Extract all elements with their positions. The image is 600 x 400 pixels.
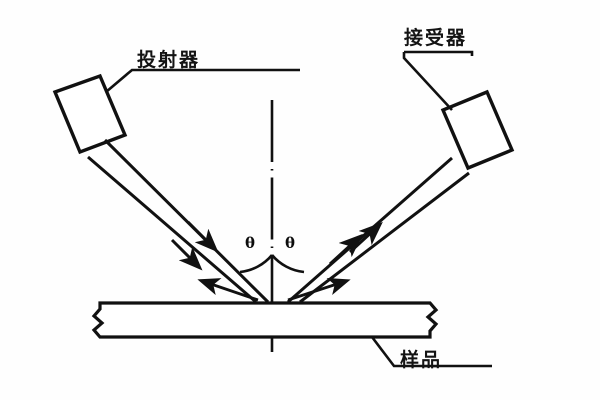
emitter-assembly [52, 68, 300, 304]
reflected-beam-arrows [328, 221, 383, 266]
scatter-arrows [197, 277, 351, 302]
sample-slab [91, 301, 439, 339]
sample-leader-line [370, 336, 492, 368]
incident-beam-arrows [170, 220, 219, 271]
emitter-leader-line [105, 68, 300, 93]
sample-label: 样品 [400, 349, 443, 371]
receiver-box [440, 89, 515, 171]
receiver-leader-line [402, 50, 474, 111]
receiver-assembly [287, 50, 515, 304]
incident-angle-label: θ [245, 234, 256, 252]
emitter-tube [87, 138, 270, 304]
angle-arcs [239, 254, 305, 274]
receiver-tube [287, 156, 470, 304]
emitter-label: 投射器 [137, 49, 201, 71]
reflected-angle-label: θ [285, 234, 296, 252]
receiver-label: 接受器 [404, 27, 468, 49]
emitter-box [52, 73, 128, 155]
